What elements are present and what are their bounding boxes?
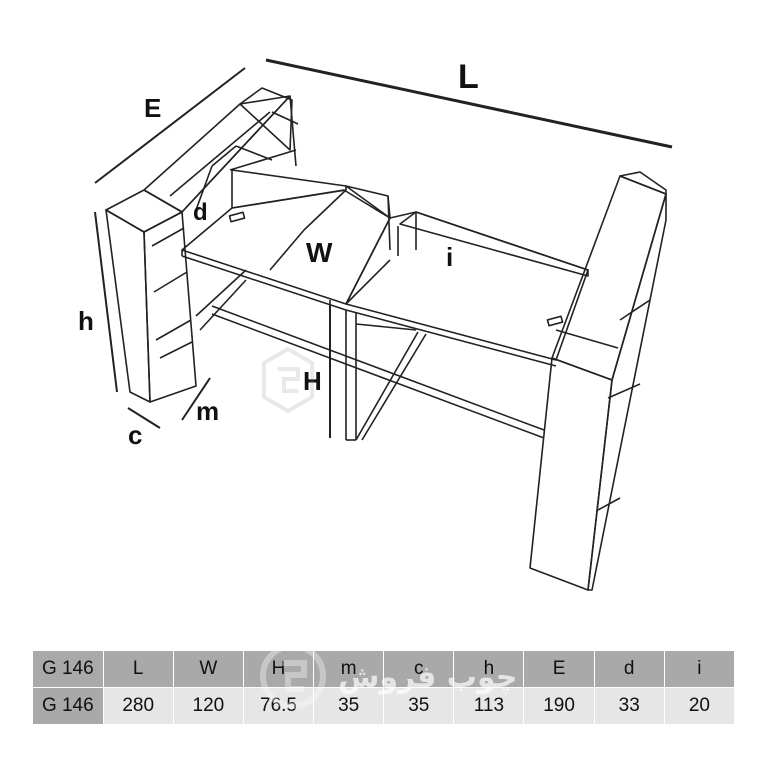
label-H: H xyxy=(303,366,322,396)
label-L: L xyxy=(458,58,479,96)
table-header-cell: m xyxy=(313,651,385,688)
table-cell: 190 xyxy=(523,687,595,724)
table-row: G 146 280 120 76.5 35 35 113 190 33 20 xyxy=(33,687,736,724)
table-cell: 280 xyxy=(103,687,174,724)
table-cell: 33 xyxy=(594,687,665,724)
table-cell: 76.5 xyxy=(243,687,315,724)
table-cell: G 146 xyxy=(33,687,104,724)
table-header-cell: c xyxy=(383,651,455,688)
desk-frame xyxy=(195,269,545,441)
table-cell: 35 xyxy=(383,687,455,724)
label-m: m xyxy=(196,396,219,426)
table-cell: 120 xyxy=(173,687,244,724)
table-header-cell: L xyxy=(103,651,174,688)
label-h: h xyxy=(78,306,94,336)
table-header-cell: i xyxy=(664,651,736,688)
table-header-row: G 146 L W H m c h E d i xyxy=(33,651,736,688)
dimension-line-E xyxy=(94,67,246,184)
specifications-table: G 146 L W H m c h E d i G 146 280 120 76… xyxy=(33,651,736,724)
table-header-cell: h xyxy=(453,651,525,688)
left-bookcase xyxy=(105,87,299,403)
right-bookcase xyxy=(529,171,667,591)
table-header-cell: d xyxy=(594,651,665,688)
label-W: W xyxy=(306,237,333,268)
dimension-line-m xyxy=(181,377,211,421)
dimension-line-c xyxy=(127,407,161,429)
table-header-cell: W xyxy=(173,651,244,688)
label-d: d xyxy=(193,199,208,226)
table-cell: 20 xyxy=(664,687,736,724)
table-header-cell: G 146 xyxy=(33,651,104,688)
dimension-line-h xyxy=(94,211,118,393)
table-cell: 113 xyxy=(453,687,525,724)
table-header-cell: E xyxy=(523,651,595,688)
dimension-line-L xyxy=(265,58,673,149)
table-header-cell: H xyxy=(243,651,315,688)
desk-technical-drawing: L E h W H d i m c xyxy=(78,58,673,591)
label-E: E xyxy=(144,93,161,123)
label-c: c xyxy=(128,420,142,450)
desk-tops xyxy=(181,169,589,367)
label-i: i xyxy=(446,242,453,272)
table-cell: 35 xyxy=(313,687,385,724)
